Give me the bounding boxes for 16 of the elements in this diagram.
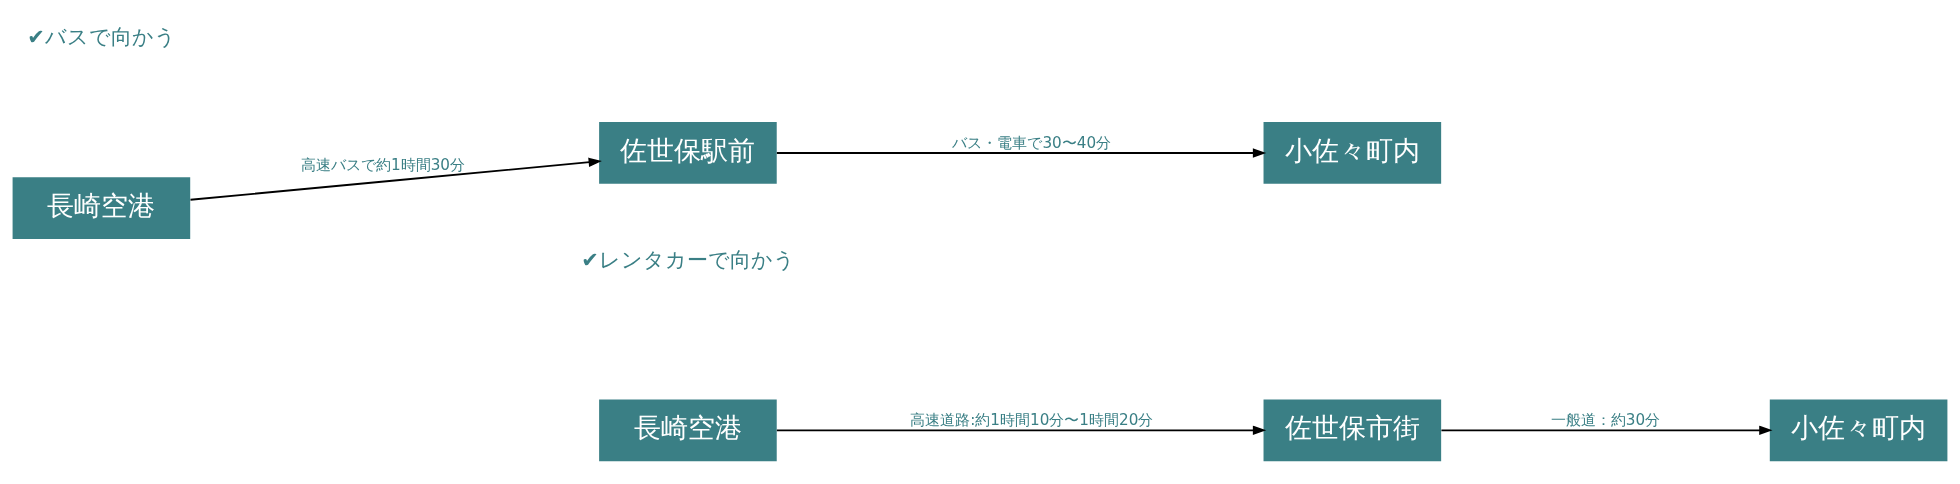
arrow xyxy=(1440,425,1773,435)
arrow xyxy=(775,425,1267,435)
node-box: 佐世保市街 xyxy=(1263,398,1442,461)
label: ✔バスで向かう xyxy=(27,24,176,49)
edge-label: 一般道：約30分 xyxy=(1550,410,1661,429)
node-box: 佐世保駅前 xyxy=(599,121,777,184)
edge-label: 高速道路:約1時間10分〜1時間20分 xyxy=(910,410,1154,429)
edge-label: バス・電車で30〜40分 xyxy=(952,133,1112,152)
node-box: 長崎空港 xyxy=(599,398,777,461)
node-box: 長崎空港 xyxy=(12,176,191,239)
edge-label: 高速バスで約1時間30分 xyxy=(301,155,466,174)
label: ✔レンタカーで向かう xyxy=(581,247,795,272)
node-box: 小佐々町内 xyxy=(1263,121,1442,184)
arrow xyxy=(189,157,602,201)
arrow xyxy=(775,147,1267,158)
node-box: 小佐々町内 xyxy=(1769,398,1948,461)
